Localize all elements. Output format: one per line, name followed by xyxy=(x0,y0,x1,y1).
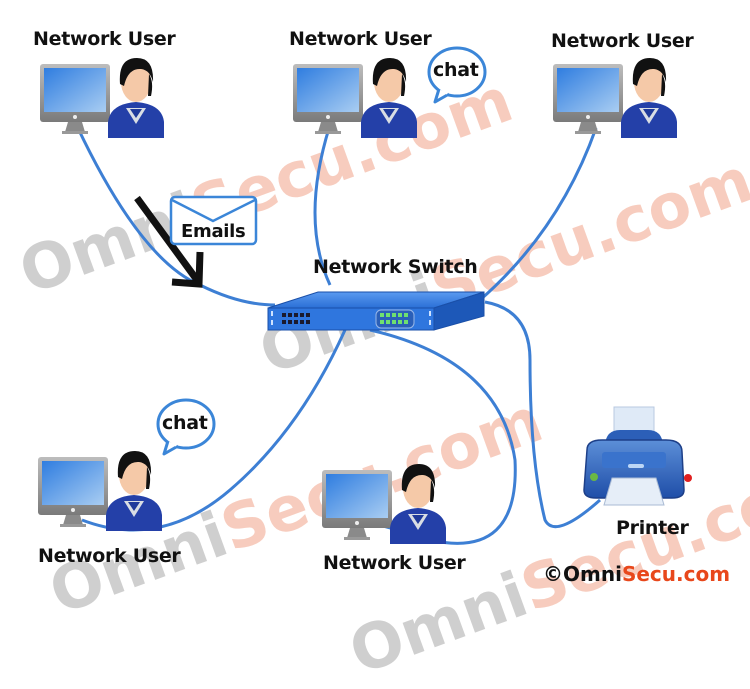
network-switch-icon xyxy=(267,291,485,331)
user-top-left-label: Network User xyxy=(33,28,176,50)
chat-label: chat xyxy=(162,412,208,434)
copyright: ©OmniSecu.com xyxy=(543,562,730,586)
user-top-center-icon xyxy=(293,58,417,138)
printer-icon xyxy=(583,406,692,506)
chat-label: chat xyxy=(433,59,479,81)
cable-top-right xyxy=(479,127,598,302)
copyright-brand-2: Secu.com xyxy=(621,562,731,586)
user-bottom-left-icon xyxy=(38,451,162,531)
arrow-icon xyxy=(134,195,204,288)
copyright-symbol: © xyxy=(543,562,563,586)
user-top-center-label: Network User xyxy=(289,28,432,50)
cable-top-center xyxy=(313,124,332,286)
user-bottom-center-icon xyxy=(322,464,446,544)
emails-label: Emails xyxy=(181,221,246,242)
user-top-left-icon xyxy=(40,58,164,138)
user-top-right-label: Network User xyxy=(551,30,694,52)
user-bottom-center-label: Network User xyxy=(323,552,466,574)
copyright-brand-1: Omni xyxy=(563,562,622,586)
switch-label: Network Switch xyxy=(313,256,478,278)
envelope-icon xyxy=(169,195,258,246)
user-bottom-left-label: Network User xyxy=(38,545,181,567)
network-diagram xyxy=(38,46,692,545)
cable-printer xyxy=(484,300,601,529)
user-top-right-icon xyxy=(553,58,677,138)
printer-label: Printer xyxy=(616,517,689,539)
cable-top-left xyxy=(74,123,276,307)
